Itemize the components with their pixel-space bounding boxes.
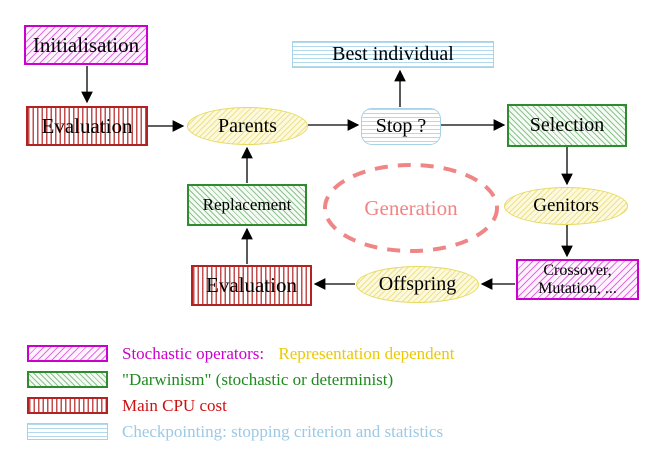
generation-cycle-label: Generation	[326, 165, 496, 251]
node-label: Evaluation	[41, 113, 133, 138]
legend-label-darwinism: "Darwinism" (stochastic or determinist)	[122, 369, 394, 389]
legend-label-representation-dependent: Representation dependent	[278, 343, 455, 363]
node-label: Offspring	[378, 273, 457, 295]
legend: Stochastic operators: Representation dep…	[27, 344, 454, 442]
node-label: Initialisation	[32, 32, 140, 57]
node-label: Evaluation	[206, 273, 297, 297]
legend-label-main-cpu-cost: Main CPU cost	[122, 395, 227, 415]
node-label: Stop ?	[375, 115, 427, 137]
node-label: Genitors	[533, 195, 599, 216]
node-stop: Stop ?	[361, 108, 441, 145]
legend-item-main-cpu-cost: Main CPU cost	[27, 396, 454, 416]
node-replacement: Replacement	[187, 184, 307, 226]
legend-text: "Darwinism" (stochastic or determinist)	[122, 370, 393, 390]
node-genitors: Genitors	[504, 187, 628, 225]
node-parents: Parents	[187, 107, 308, 145]
node-evaluation-bottom: Evaluation	[191, 265, 312, 306]
node-label: Replacement	[202, 195, 292, 214]
node-initialisation: Initialisation	[24, 25, 148, 65]
node-label: Parents	[218, 114, 277, 137]
node-label: Selection	[529, 114, 605, 136]
legend-item-checkpointing: Checkpointing: stopping criterion and st…	[27, 422, 454, 442]
legend-label-stochastic-operators: Stochastic operators:	[122, 343, 265, 363]
node-best-individual: Best individual	[292, 41, 494, 68]
legend-swatch-red-stripes	[27, 397, 108, 414]
legend-swatch-cyan-stripes	[27, 423, 108, 440]
legend-text: Checkpointing: stopping criterion and st…	[122, 422, 443, 442]
legend-label-checkpointing: Checkpointing: stopping criterion and st…	[122, 421, 444, 441]
node-label-line2: Mutation, ...	[538, 279, 617, 297]
node-label: Generation	[364, 195, 458, 220]
node-offspring: Offspring	[356, 266, 479, 303]
node-label-line1: Crossover,	[543, 261, 612, 279]
legend-item-darwinism: "Darwinism" (stochastic or determinist)	[27, 370, 454, 390]
legend-swatch-magenta-hatch	[27, 345, 108, 362]
legend-item-stochastic-operators: Stochastic operators: Representation dep…	[27, 344, 454, 364]
node-evaluation-top: Evaluation	[26, 106, 148, 146]
legend-text: Main CPU cost	[122, 396, 227, 416]
legend-swatch-green-hatch	[27, 371, 108, 388]
legend-text: Stochastic operators: Representation dep…	[122, 344, 454, 364]
node-label: Best individual	[332, 43, 454, 65]
node-selection: Selection	[507, 104, 627, 147]
node-crossover-mutation: Crossover, Mutation, ...	[516, 259, 639, 300]
